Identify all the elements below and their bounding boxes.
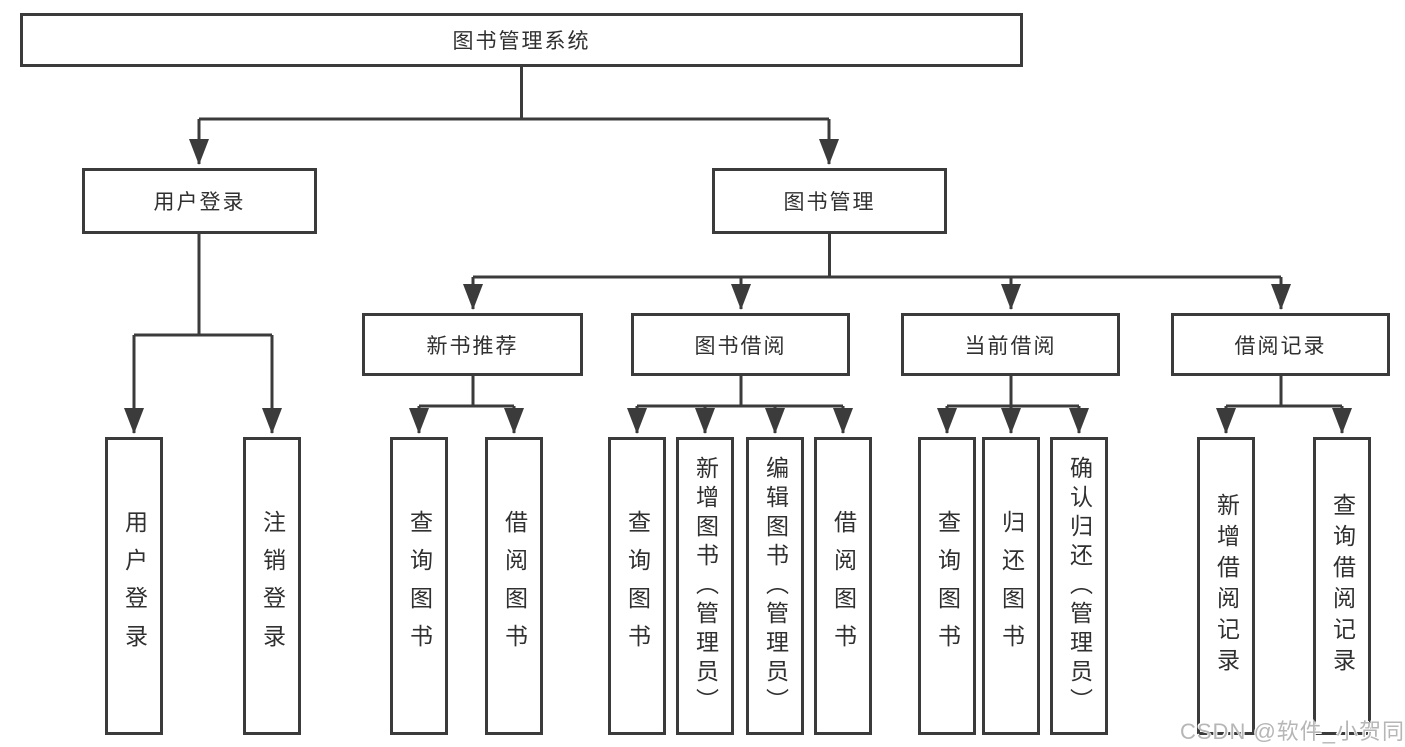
leaf-add-books-admin-label: 新增图书（管理员）: [692, 455, 719, 717]
node-borrow-records-label: 借阅记录: [1234, 334, 1327, 358]
node-user-login: 用户登录: [82, 168, 317, 234]
leaf-logout: 注销登录: [243, 437, 301, 735]
node-book-management-label: 图书管理: [783, 191, 876, 214]
leaf-query-books-2-label: 查询图书: [624, 510, 651, 662]
node-root: 图书管理系统: [20, 13, 1023, 67]
node-current-borrow-label: 当前借阅: [964, 334, 1057, 358]
node-book-borrow-label: 图书借阅: [694, 334, 787, 358]
node-new-book-recommend: 新书推荐: [362, 313, 583, 376]
node-root-label: 图书管理系统: [452, 30, 591, 53]
leaf-query-books-2: 查询图书: [608, 437, 666, 735]
leaf-edit-books-admin: 编辑图书（管理员）: [746, 437, 804, 735]
leaf-logout-label: 注销登录: [259, 510, 286, 662]
leaf-add-books-admin: 新增图书（管理员）: [676, 437, 734, 735]
leaf-query-borrow-record-label: 查询借阅记录: [1329, 493, 1356, 679]
node-new-book-recommend-label: 新书推荐: [426, 334, 519, 358]
node-book-borrow: 图书借阅: [631, 313, 850, 376]
watermark: CSDN @软件_小贺同学: [1180, 719, 1405, 744]
leaf-query-books-3: 查询图书: [918, 437, 976, 735]
leaf-confirm-return-admin: 确认归还（管理员）: [1050, 437, 1108, 735]
leaf-query-books-1: 查询图书: [390, 437, 448, 735]
leaf-borrow-books-1-label: 借阅图书: [501, 510, 528, 662]
leaf-borrow-books-2: 借阅图书: [814, 437, 872, 735]
leaf-borrow-books-2-label: 借阅图书: [830, 510, 857, 662]
node-user-login-label: 用户登录: [153, 191, 246, 214]
node-book-management: 图书管理: [712, 168, 947, 234]
leaf-return-books-label: 归还图书: [998, 510, 1025, 662]
leaf-query-borrow-record: 查询借阅记录: [1313, 437, 1371, 735]
leaf-query-books-1-label: 查询图书: [406, 510, 433, 662]
leaf-user-login-label: 用户登录: [121, 510, 148, 662]
leaf-edit-books-admin-label: 编辑图书（管理员）: [762, 455, 789, 717]
leaf-add-borrow-record: 新增借阅记录: [1197, 437, 1255, 735]
leaf-return-books: 归还图书: [982, 437, 1040, 735]
leaf-user-login: 用户登录: [105, 437, 163, 735]
node-current-borrow: 当前借阅: [901, 313, 1120, 376]
leaf-confirm-return-admin-label: 确认归还（管理员）: [1066, 455, 1093, 717]
leaf-borrow-books-1: 借阅图书: [485, 437, 543, 735]
node-borrow-records: 借阅记录: [1171, 313, 1390, 376]
leaf-add-borrow-record-label: 新增借阅记录: [1213, 493, 1240, 679]
leaf-query-books-3-label: 查询图书: [934, 510, 961, 662]
